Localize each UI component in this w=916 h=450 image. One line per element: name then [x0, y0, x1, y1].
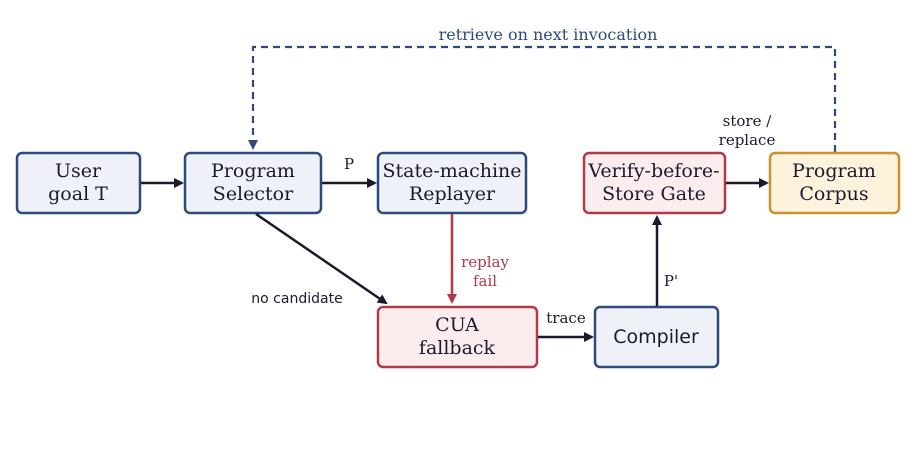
- store-label: store /: [723, 112, 773, 130]
- retrieve-edge: [248, 45, 837, 152]
- selector-to-cua-arrow: [255, 212, 388, 305]
- program-selector-line2: Selector: [213, 183, 294, 205]
- user-goal-line1: User: [55, 160, 102, 182]
- cua-fallback-node: CUA fallback: [376, 305, 539, 369]
- replayer-line2: Replayer: [409, 183, 496, 205]
- no-candidate-label: no candidate: [251, 291, 342, 307]
- compiler-line1: Compiler: [613, 326, 699, 348]
- verify-gate-line1: Verify-before-: [587, 160, 719, 182]
- verify-gate-node: Verify-before- Store Gate: [582, 151, 727, 215]
- program-selector-node: Program Selector: [183, 151, 323, 215]
- replayer-line1: State-machine: [382, 160, 521, 182]
- p-label: P: [344, 155, 354, 173]
- program-corpus-line2: Corpus: [799, 183, 868, 205]
- fail-label: fail: [473, 272, 497, 290]
- replace-label: replace: [719, 131, 776, 149]
- retrieve-label: retrieve on next invocation: [439, 25, 658, 44]
- trace-label: trace: [546, 309, 586, 327]
- compiler-node: Compiler: [593, 305, 720, 369]
- program-selector-line1: Program: [211, 160, 295, 182]
- cua-fallback-line2: fallback: [419, 337, 496, 359]
- replayer-node: State-machine Replayer: [376, 151, 528, 215]
- program-corpus-line1: Program: [792, 160, 876, 182]
- program-corpus-node: Program Corpus: [768, 151, 901, 215]
- cua-fallback-line1: CUA: [435, 314, 479, 336]
- verify-gate-line2: Store Gate: [602, 183, 706, 205]
- p-prime-label: P': [664, 272, 678, 290]
- replay-label: replay: [461, 253, 509, 271]
- user-goal-line2: goal T: [48, 183, 108, 205]
- user-goal-node: User goal T: [15, 151, 142, 215]
